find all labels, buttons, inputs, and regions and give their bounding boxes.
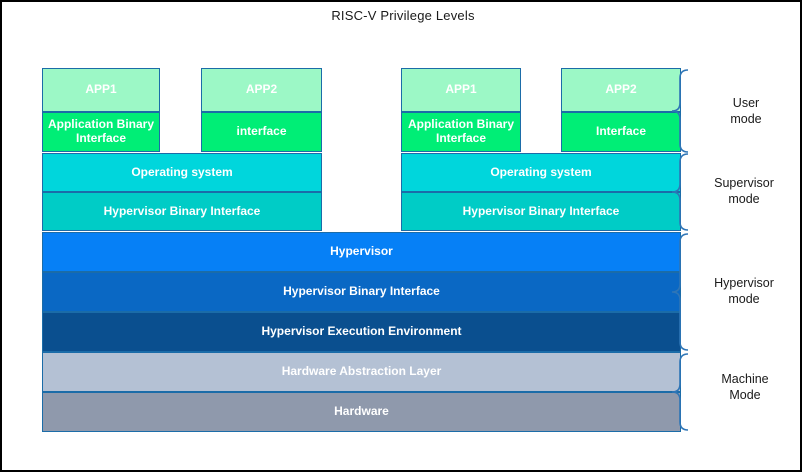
mode-label-machine-line1: Machine bbox=[721, 372, 769, 386]
mode-label-supervisor-line2: mode bbox=[728, 191, 760, 206]
block-left-hypervisor-binary-interface[interactable]: Hypervisor Binary Interface bbox=[42, 192, 322, 231]
mode-label-user: User mode bbox=[698, 96, 794, 127]
block-hardware[interactable]: Hardware bbox=[42, 392, 681, 432]
block-right-operating-system[interactable]: Operating system bbox=[401, 153, 681, 192]
mode-label-machine: Machine Mode bbox=[696, 372, 794, 403]
mode-label-user-line2: mode bbox=[730, 111, 762, 126]
block-right-app1[interactable]: APP1 bbox=[401, 68, 521, 112]
mode-label-machine-line2: Mode bbox=[729, 387, 761, 402]
mode-label-user-line1: User bbox=[732, 96, 760, 110]
block-hardware-abstraction-layer[interactable]: Hardware Abstraction Layer bbox=[42, 352, 681, 392]
block-right-app2[interactable]: APP2 bbox=[561, 68, 681, 112]
mode-label-supervisor: Supervisor mode bbox=[692, 176, 796, 207]
mode-label-supervisor-line1: Supervisor bbox=[714, 176, 774, 190]
mode-label-hypervisor-line1: Hypervisor bbox=[714, 276, 774, 290]
block-left-operating-system[interactable]: Operating system bbox=[42, 153, 322, 192]
mode-label-hypervisor-line2: mode bbox=[728, 291, 760, 306]
block-right-app2-interface[interactable]: Interface bbox=[561, 112, 681, 152]
block-left-app2-interface[interactable]: interface bbox=[201, 112, 322, 152]
block-hypervisor-execution-environment[interactable]: Hypervisor Execution Environment bbox=[42, 312, 681, 352]
block-left-app1-interface[interactable]: Application Binary Interface bbox=[42, 112, 160, 152]
block-right-hypervisor-binary-interface[interactable]: Hypervisor Binary Interface bbox=[401, 192, 681, 231]
block-left-app1[interactable]: APP1 bbox=[42, 68, 160, 112]
mode-label-hypervisor: Hypervisor mode bbox=[692, 276, 796, 307]
block-hypervisor-binary-interface[interactable]: Hypervisor Binary Interface bbox=[42, 272, 681, 312]
block-hypervisor[interactable]: Hypervisor bbox=[42, 232, 681, 272]
block-right-app1-interface[interactable]: Application Binary Interface bbox=[401, 112, 521, 152]
block-left-app2[interactable]: APP2 bbox=[201, 68, 322, 112]
page-title: RISC-V Privilege Levels bbox=[331, 8, 475, 23]
